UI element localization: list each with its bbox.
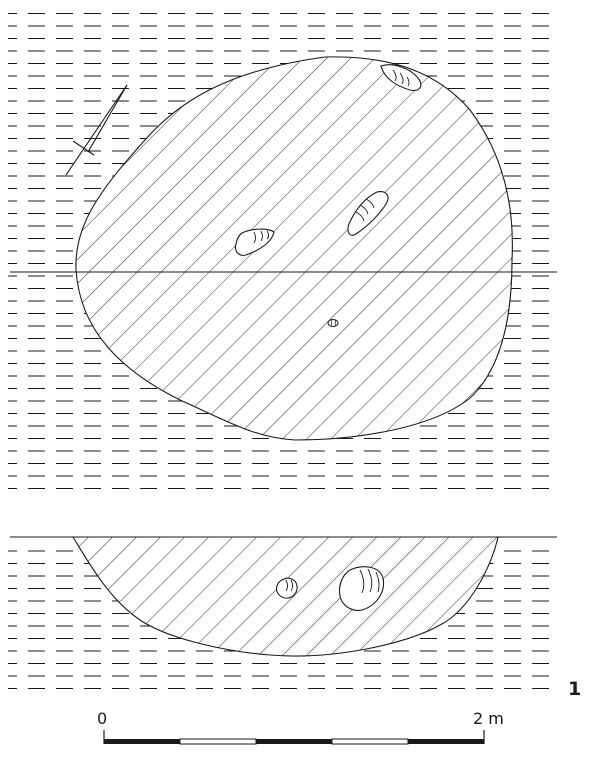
plan-stone-top	[380, 64, 422, 91]
scale-bar-segment	[179, 738, 257, 745]
scale-end-label: 2 m	[473, 709, 504, 728]
scale-bar	[103, 730, 485, 745]
plan-view	[8, 10, 557, 492]
north-arrow-icon	[65, 84, 128, 176]
scale-bar-segment	[104, 739, 180, 744]
plan-small-find-marks	[330, 319, 337, 327]
plan-stone-left-marks	[253, 230, 269, 244]
section-view	[8, 536, 557, 693]
plan-small-find	[327, 319, 339, 327]
scale-start-label: 0	[97, 709, 108, 728]
scale-bar-segment	[256, 739, 332, 744]
section-stone-large	[338, 566, 385, 611]
plan-stone-top-marks	[392, 69, 410, 87]
plan-pit-hatching	[75, 56, 513, 440]
section-stone-small-marks	[285, 579, 293, 592]
figure-number: 1	[568, 678, 582, 700]
plan-stone-right-marks	[355, 198, 375, 222]
scale-bar-segment	[408, 739, 484, 744]
section-stone-large-marks	[359, 568, 380, 594]
scale-bar-segment	[331, 738, 409, 745]
